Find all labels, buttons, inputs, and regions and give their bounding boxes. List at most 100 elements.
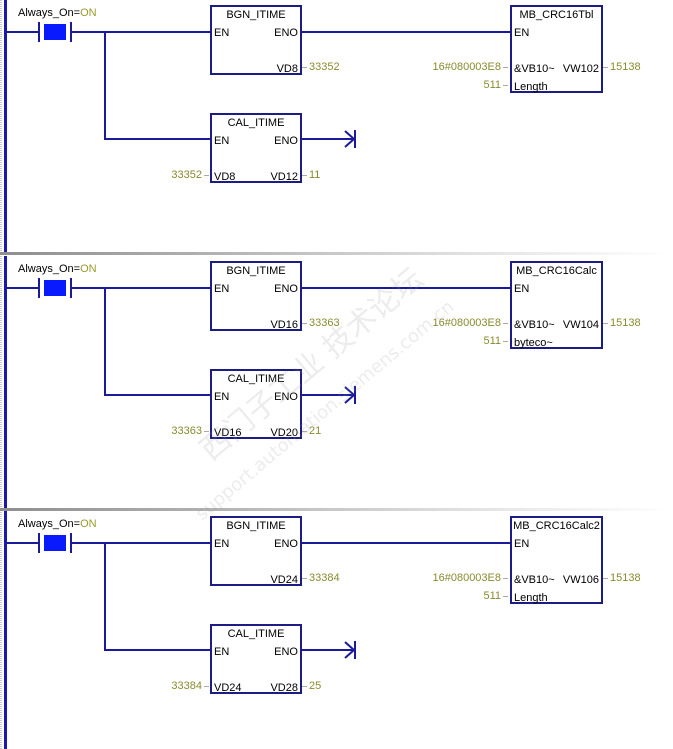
bgn-itime-block[interactable]: BGN_ITIME EN ENO VD24 bbox=[210, 516, 302, 586]
pin-in1: &VB10~ bbox=[514, 319, 555, 331]
contact-no-icon[interactable] bbox=[38, 22, 72, 42]
contact-state: ON bbox=[80, 518, 97, 530]
rung-end-arrow-icon bbox=[344, 130, 356, 148]
pin-in1: &VB10~ bbox=[514, 574, 555, 586]
network-1[interactable]: Always_On=ON BGN_ITIME EN ENO VD8 33352 … bbox=[0, 0, 673, 252]
wire bbox=[302, 31, 510, 33]
out-value: 15138 bbox=[603, 317, 641, 329]
pin-eno: ENO bbox=[274, 283, 298, 295]
cal-itime-block[interactable]: CAL_ITIME EN ENO VD24 VD28 bbox=[210, 624, 302, 694]
pin-in: VD24 bbox=[214, 682, 242, 694]
wire bbox=[7, 542, 39, 544]
wire bbox=[72, 542, 210, 544]
editor-left-border bbox=[0, 0, 2, 749]
branch-wire bbox=[104, 31, 106, 140]
crc-block[interactable]: MB_CRC16Calc2 EN &VB10~ VW106 Length bbox=[510, 516, 603, 604]
wire bbox=[302, 287, 510, 289]
pin-en: EN bbox=[214, 27, 230, 39]
wire bbox=[302, 542, 510, 544]
pin-eno: ENO bbox=[274, 538, 298, 550]
pin-eno: ENO bbox=[274, 27, 298, 39]
pin-en: EN bbox=[214, 135, 230, 147]
cal-itime-block[interactable]: CAL_ITIME EN ENO VD8 VD12 bbox=[210, 113, 302, 183]
in1-value: 16#080003E8 bbox=[432, 317, 508, 329]
out-value: 25 bbox=[302, 680, 321, 692]
network-separator bbox=[0, 508, 673, 511]
pin-in2: Length bbox=[514, 81, 548, 93]
network-3[interactable]: Always_On=ON BGN_ITIME EN ENO VD24 33384… bbox=[0, 511, 673, 749]
pin-en: EN bbox=[514, 283, 530, 295]
in-value: 33384 bbox=[171, 680, 209, 692]
contact-state: ON bbox=[80, 263, 97, 275]
wire bbox=[302, 649, 354, 651]
in1-value: 16#080003E8 bbox=[432, 572, 508, 584]
out-value: 15138 bbox=[603, 61, 641, 73]
block-title: MB_CRC16Calc2 bbox=[513, 520, 600, 532]
pin-eno: ENO bbox=[274, 391, 298, 403]
crc-block[interactable]: MB_CRC16Calc EN &VB10~ VW104 byteco~ bbox=[510, 261, 603, 349]
pin-en: EN bbox=[214, 538, 230, 550]
block-title: BGN_ITIME bbox=[226, 520, 286, 532]
out-value: 33363 bbox=[302, 317, 340, 329]
pin-out: VD12 bbox=[270, 171, 298, 183]
pin-en: EN bbox=[214, 646, 230, 658]
crc-block[interactable]: MB_CRC16Tbl EN &VB10~ VW102 Length bbox=[510, 5, 603, 93]
wire bbox=[302, 394, 354, 396]
rung-end-arrow-icon bbox=[344, 386, 356, 404]
block-title: MB_CRC16Tbl bbox=[519, 9, 594, 21]
network-2[interactable]: Always_On=ON BGN_ITIME EN ENO VD16 33363… bbox=[0, 256, 673, 508]
wire bbox=[7, 287, 39, 289]
pin-en: EN bbox=[214, 391, 230, 403]
wire bbox=[104, 649, 210, 651]
in-value: 33363 bbox=[171, 425, 209, 437]
bgn-itime-block[interactable]: BGN_ITIME EN ENO VD8 bbox=[210, 5, 302, 75]
pin-in: VD8 bbox=[214, 171, 236, 183]
pin-in2: byteco~ bbox=[514, 337, 553, 349]
contact-state: ON bbox=[80, 7, 97, 19]
pin-out: VW104 bbox=[562, 319, 599, 331]
wire bbox=[7, 31, 39, 33]
block-title: CAL_ITIME bbox=[227, 628, 285, 640]
power-rail bbox=[4, 256, 7, 508]
branch-wire bbox=[104, 287, 106, 396]
block-title: BGN_ITIME bbox=[226, 265, 286, 277]
block-title: BGN_ITIME bbox=[226, 9, 286, 21]
contact-label: Always_On=ON bbox=[18, 7, 97, 19]
pin-en: EN bbox=[214, 283, 230, 295]
block-title: MB_CRC16Calc bbox=[516, 265, 597, 277]
out-value: 33352 bbox=[302, 61, 340, 73]
power-rail bbox=[4, 511, 7, 749]
contact-no-icon[interactable] bbox=[38, 278, 72, 298]
pin-eno: ENO bbox=[274, 135, 298, 147]
out-value: 33384 bbox=[302, 572, 340, 584]
contact-no-icon[interactable] bbox=[38, 533, 72, 553]
wire bbox=[104, 394, 210, 396]
network-separator bbox=[0, 252, 673, 255]
wire bbox=[104, 138, 210, 140]
block-title: CAL_ITIME bbox=[227, 117, 285, 129]
pin-out: VD28 bbox=[270, 682, 298, 694]
pin-out: VD20 bbox=[270, 427, 298, 439]
in1-value: 16#080003E8 bbox=[432, 61, 508, 73]
block-title: CAL_ITIME bbox=[227, 373, 285, 385]
pin-out: VD24 bbox=[270, 574, 298, 586]
pin-out: VD16 bbox=[270, 319, 298, 331]
out-value: 11 bbox=[302, 169, 320, 181]
pin-en: EN bbox=[514, 27, 530, 39]
pin-out: VD8 bbox=[276, 63, 298, 75]
pin-out: VW106 bbox=[562, 574, 599, 586]
in-value: 33352 bbox=[171, 169, 209, 181]
pin-in2: Length bbox=[514, 592, 548, 604]
wire bbox=[72, 287, 210, 289]
contact-label: Always_On=ON bbox=[18, 518, 97, 530]
bgn-itime-block[interactable]: BGN_ITIME EN ENO VD16 bbox=[210, 261, 302, 331]
in2-value: 511 bbox=[483, 335, 508, 347]
pin-in: VD16 bbox=[214, 427, 242, 439]
cal-itime-block[interactable]: CAL_ITIME EN ENO VD16 VD20 bbox=[210, 369, 302, 439]
in2-value: 511 bbox=[483, 79, 508, 91]
contact-label: Always_On=ON bbox=[18, 263, 97, 275]
wire bbox=[302, 138, 354, 140]
wire bbox=[72, 31, 210, 33]
pin-out: VW102 bbox=[562, 63, 599, 75]
pin-in1: &VB10~ bbox=[514, 63, 555, 75]
